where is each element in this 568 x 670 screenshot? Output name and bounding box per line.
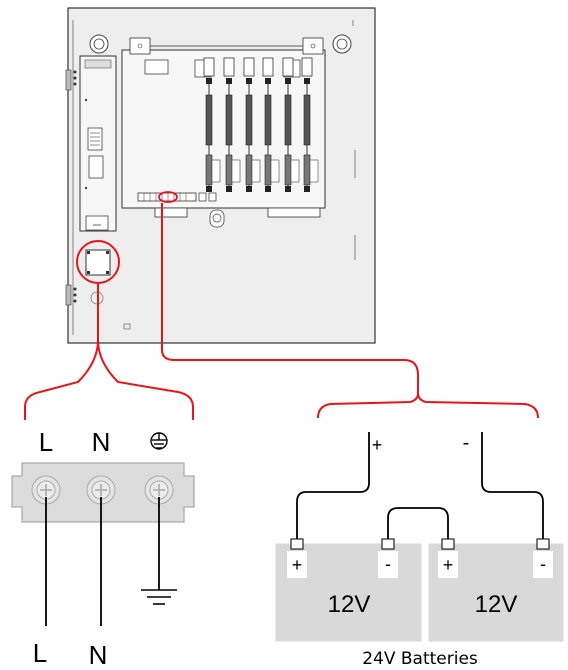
terminal-label-neutral: N <box>92 427 111 457</box>
battery-2-voltage: 12V <box>475 591 518 618</box>
battery-1: + - 12V <box>275 538 422 642</box>
terminal-screw-live <box>31 475 61 505</box>
expansion-slot <box>282 57 300 192</box>
wire-positive-lead <box>296 432 370 541</box>
mains-callout <box>24 284 194 420</box>
expansion-slot <box>203 57 221 192</box>
battery-1-neg-post <box>381 538 395 550</box>
expansion-slot <box>301 57 319 192</box>
expansion-slot <box>223 57 241 192</box>
earth-symbol-icon <box>150 432 168 450</box>
battery-1-neg-label: - <box>385 554 391 574</box>
mains-terminal-block <box>11 462 195 523</box>
battery-callout <box>161 203 539 419</box>
battery-2-neg-label: - <box>540 554 546 574</box>
battery-caption: 24V Batteries <box>362 649 478 669</box>
cable-label-live: L <box>33 638 47 668</box>
power-supply-unit <box>79 55 117 232</box>
battery-1-pos-label: + <box>292 555 303 575</box>
ground-symbol-icon <box>141 589 177 605</box>
terminal-label-live: L <box>39 427 53 457</box>
battery-2: + - 12V <box>428 538 564 642</box>
wire-negative-lead <box>481 432 544 541</box>
main-pcb <box>121 37 326 228</box>
mains-terminal-box <box>76 240 120 284</box>
lead-label-positive: + <box>372 435 383 455</box>
expansion-slots <box>203 57 319 192</box>
wire-battery-link <box>387 507 449 541</box>
expansion-slot <box>262 57 280 192</box>
cable-label-neutral: N <box>89 640 108 670</box>
battery-1-pos-post <box>290 538 304 550</box>
battery-1-voltage: 12V <box>328 591 371 618</box>
battery-2-pos-post <box>441 538 455 550</box>
lead-label-negative: - <box>463 432 470 454</box>
expansion-slot <box>243 57 261 192</box>
terminal-screw-earth <box>144 475 174 505</box>
battery-2-pos-label: + <box>443 555 454 575</box>
battery-2-neg-post <box>536 538 550 550</box>
